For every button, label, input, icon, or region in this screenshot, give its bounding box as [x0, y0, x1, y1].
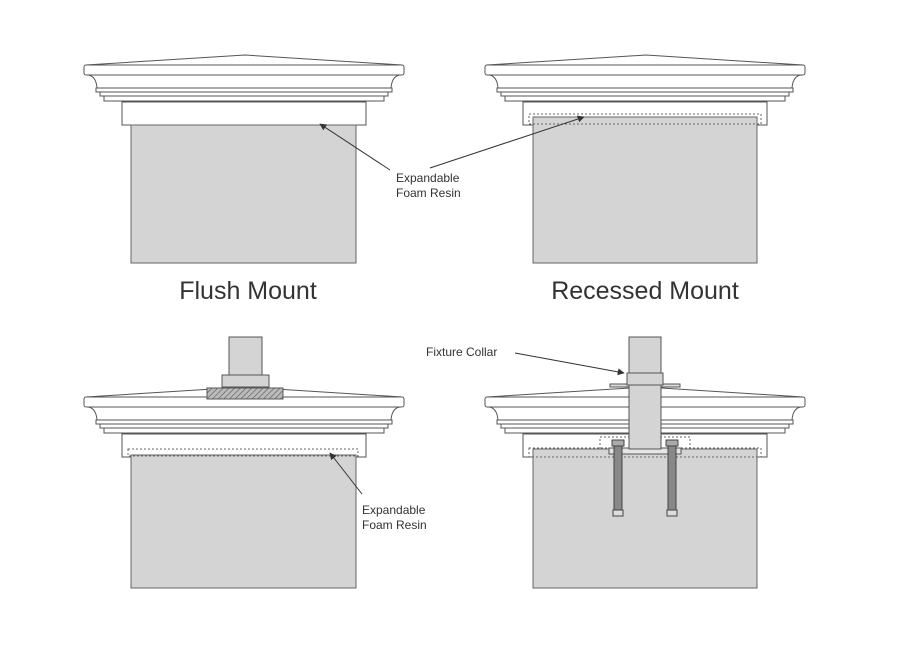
bolt-end: [666, 509, 678, 517]
fixture-collar: [626, 372, 664, 386]
arrow-to-fixture-collar: [514, 352, 625, 376]
foam-resin-label-line1: Expandable: [396, 171, 460, 185]
flush-mount-figure: [83, 54, 405, 264]
base-plate: [206, 387, 284, 400]
arrow-to-foam-bottom: [329, 452, 363, 495]
post: [130, 124, 357, 264]
foam-resin-label-bottom-line2: Foam Resin: [362, 518, 427, 532]
nut: [665, 439, 679, 447]
bolt-end: [612, 509, 624, 517]
foam-resin-label-bottom-line1: Expandable: [362, 503, 426, 517]
post: [532, 116, 758, 264]
nut: [611, 439, 625, 447]
fixture-collar: [221, 374, 270, 388]
fixture-collar-label: Fixture Collar: [426, 345, 497, 359]
recessed-mount-title: Recessed Mount: [551, 277, 739, 305]
foam-resin-layer: [127, 448, 359, 457]
recessed-mount-figure: [484, 54, 806, 264]
fixture-pipe: [228, 336, 263, 378]
through-fixture-figure: [484, 336, 806, 589]
post-cap: [83, 54, 405, 126]
anchor-bolt: [613, 445, 623, 512]
foam-resin-layer: [528, 113, 762, 125]
arrow-to-flush-foam: [319, 123, 391, 171]
arrow-to-recessed-foam: [429, 115, 585, 169]
fixture-pipe: [628, 336, 662, 450]
foam-resin-label-line2: Foam Resin: [396, 186, 461, 200]
flush-mount-title: Flush Mount: [179, 277, 317, 305]
post: [532, 448, 758, 589]
anchor-bolt: [667, 445, 677, 512]
surface-fixture-figure: [83, 336, 405, 589]
post: [130, 454, 357, 589]
